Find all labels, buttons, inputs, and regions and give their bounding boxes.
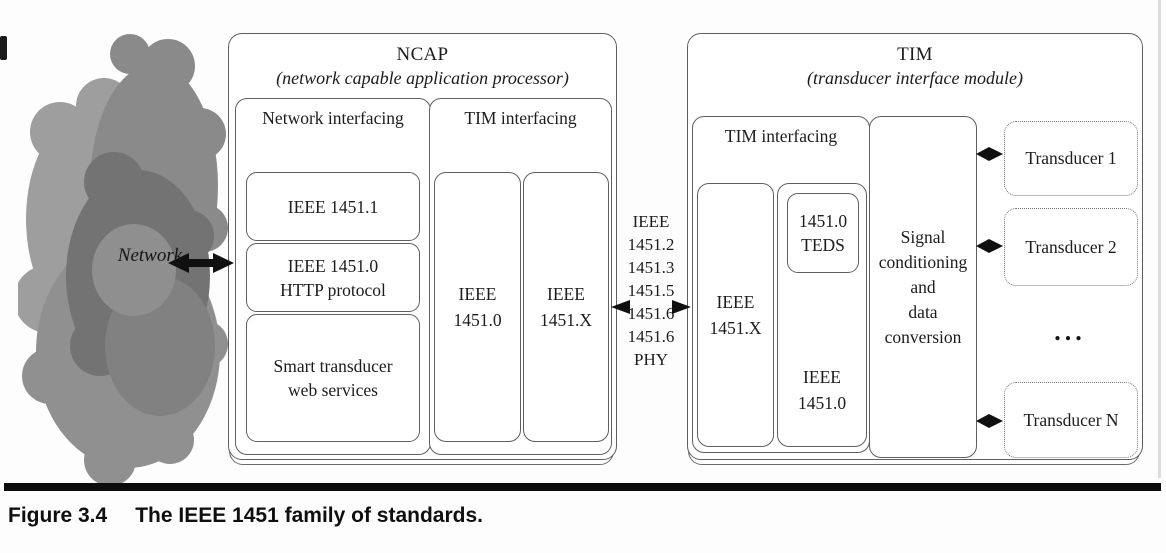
diamond-connector-icon — [976, 414, 1003, 428]
tim-column-ieee-1451-0-label: IEEE 1451.0 — [797, 367, 847, 413]
diamond-connector-icon — [976, 147, 1003, 161]
transducer-1-box: Transducer 1 — [1004, 121, 1138, 196]
network-interfacing-header: Network interfacing — [262, 108, 404, 128]
phy-link-line: 1451.6 — [627, 304, 675, 323]
scan-artifact — [0, 36, 7, 60]
network-ncap-arrow-icon — [168, 253, 234, 273]
box-ieee-1451-0-http: IEEE 1451.0 HTTP protocol — [246, 243, 420, 312]
tim-card: TIM (transducer interface module) TIM in… — [687, 33, 1143, 460]
phy-link-line: IEEE — [632, 212, 670, 231]
box-ieee-1451-1: IEEE 1451.1 — [246, 172, 420, 241]
transducer-ellipsis: ... — [1054, 317, 1086, 346]
ncap-card: NCAP (network capable application proces… — [228, 33, 617, 460]
phy-link-line: 1451.5 — [627, 281, 675, 300]
transducer-2-box: Transducer 2 — [1004, 208, 1138, 286]
ncap-title: NCAP — [396, 44, 449, 65]
ncap-network-interfacing-section: Network interfacing IEEE 1451.1 IEEE 145… — [235, 98, 431, 455]
ncap-column-ieee-1451-x: IEEE 1451.X — [523, 172, 609, 442]
teds-box: 1451.0 TEDS — [787, 193, 859, 273]
ncap-tim-interfacing-section: TIM interfacing IEEE 1451.0 IEEE 1451.X — [429, 98, 612, 455]
tim-interfacing-header: TIM interfacing — [724, 126, 838, 146]
phy-link-line: 1451.3 — [627, 258, 675, 277]
phy-link-line: 1451.6 — [627, 327, 675, 346]
caption-title: The IEEE 1451 family of standards. — [135, 504, 483, 527]
ncap-subtitle: (network capable application processor) — [276, 68, 569, 88]
phy-link-line: 1451.2 — [627, 235, 675, 254]
ncap-tim-arrow-icon — [611, 300, 691, 314]
phy-link-line: PHY — [633, 350, 668, 369]
diamond-connector-icon — [976, 239, 1003, 253]
tim-column-ieee-1451-x: IEEE 1451.X — [697, 183, 774, 447]
tim-column-ieee-1451-0: 1451.0 TEDS IEEE 1451.0 — [777, 183, 867, 447]
transducer-n-box: Transducer N — [1004, 382, 1138, 458]
phy-link-label: IEEE 1451.2 1451.3 1451.5 1451.6 1451.6 … — [613, 210, 689, 371]
figure-rule — [4, 483, 1161, 491]
caption-label: Figure 3.4 — [8, 504, 108, 527]
scan-edge-line — [1158, 0, 1161, 478]
signal-conditioning-box: Signal conditioning and data conversion — [869, 116, 977, 458]
ncap-column-ieee-1451-0: IEEE 1451.0 — [434, 172, 521, 442]
tim-title: TIM — [897, 44, 933, 65]
network-label: Network — [117, 245, 183, 266]
tim-interfacing-section: TIM interfacing IEEE 1451.X 1451.0 TEDS … — [692, 116, 870, 453]
box-smart-transducer-web-services: Smart transducer web services — [246, 314, 420, 442]
ncap-tim-interfacing-header: TIM interfacing — [464, 108, 577, 128]
tim-subtitle: (transducer interface module) — [807, 68, 1023, 88]
network-cloud-icon — [18, 34, 228, 486]
figure-caption: Figure 3.4 The IEEE 1451 family of stand… — [8, 504, 483, 528]
